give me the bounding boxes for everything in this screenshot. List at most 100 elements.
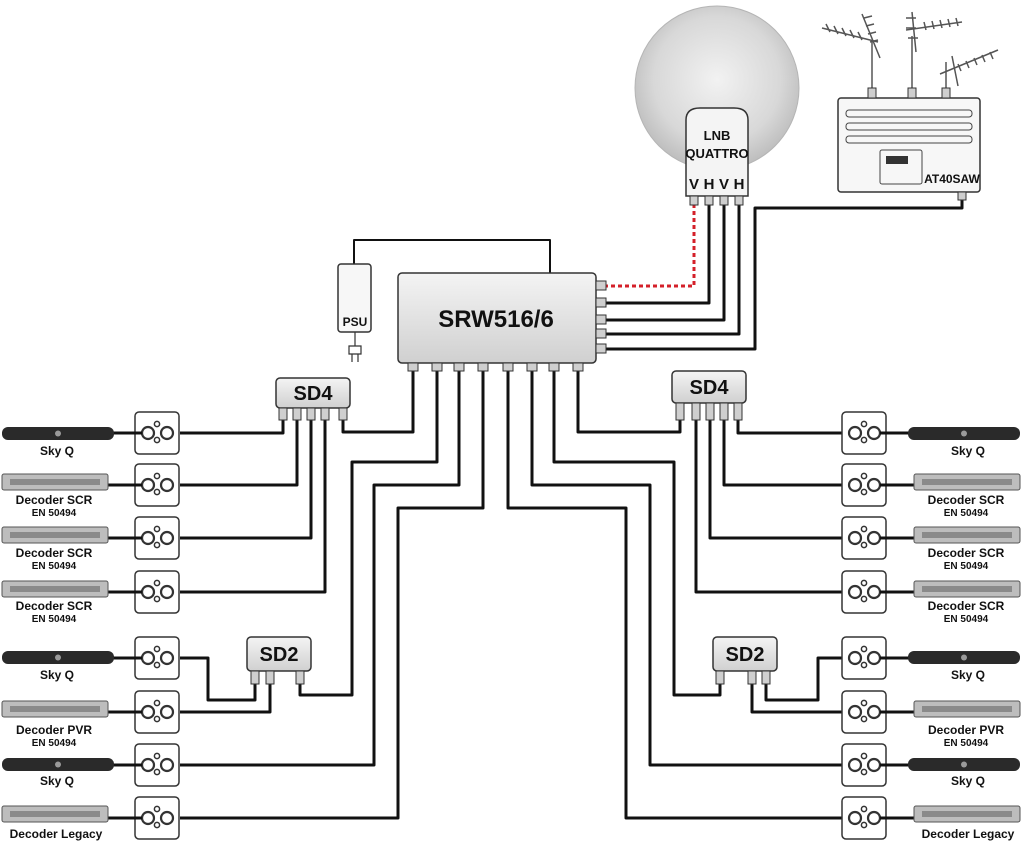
splitter-connector [278, 407, 288, 421]
cable-sd2r-out1 [764, 656, 842, 702]
right-row [841, 743, 912, 787]
decoder-front-panel [922, 706, 1012, 712]
cable-direct-right-legacy [506, 367, 842, 820]
outlet-socket-icon [153, 768, 161, 776]
right-row [841, 796, 914, 840]
splitter-connector [719, 402, 729, 421]
outlet-socket-icon [153, 541, 161, 549]
outlet-socket-icon [159, 530, 175, 546]
outlet-socket-icon [860, 525, 868, 533]
outlet-socket-icon [159, 650, 175, 666]
splitter-sd4-right: SD4 [671, 370, 747, 421]
lnb-body [685, 107, 749, 197]
device-name: Decoder SCR [928, 493, 1005, 507]
lnb-port-label: H [704, 176, 715, 193]
amplifier-input-connector [867, 87, 877, 99]
sky-q-led-icon [55, 430, 61, 437]
outlet-socket-icon [860, 595, 868, 603]
device-standard: EN 50494 [32, 614, 77, 625]
antenna-icon [821, 13, 881, 96]
device-name: Sky Q [951, 444, 985, 458]
outlet-socket-icon [153, 579, 161, 587]
cable-sd4r-out3 [708, 420, 842, 540]
amplifier-input-connector [907, 87, 917, 99]
splitter-connector [705, 402, 715, 421]
outlet-socket-icon [860, 436, 868, 444]
right-row [841, 570, 914, 614]
lnb-label-line2: QUATTRO [685, 146, 748, 161]
sky-q-led-icon [55, 761, 61, 768]
outlet-socket-icon [860, 661, 868, 669]
sky-q-led-icon [961, 654, 967, 661]
device-name: Sky Q [951, 774, 985, 788]
outlet-socket-icon [159, 425, 175, 441]
multiswitch-output-connector [526, 362, 538, 372]
lnb-quattro: LNB QUATTRO V H V H [685, 107, 749, 206]
device-standard: EN 50494 [32, 561, 77, 572]
left-row [108, 516, 180, 560]
cable-direct-right-skyq [530, 367, 842, 767]
outlet-socket-icon [860, 645, 868, 653]
cable-lnb-h2 [602, 204, 741, 336]
device-name: Decoder SCR [928, 546, 1005, 560]
decoder-front-panel [10, 586, 100, 592]
amplifier-vent [845, 109, 973, 118]
splitter-connector [715, 670, 725, 685]
outlet-socket-icon [860, 805, 868, 813]
splitter-connector [733, 402, 743, 421]
left-row [108, 796, 180, 840]
device-name: Sky Q [951, 668, 985, 682]
splitter-label: SD2 [260, 644, 299, 666]
decoder-front-panel [922, 479, 1012, 485]
left-outlet-column [108, 411, 180, 840]
amplifier-label: AT40SAW [924, 172, 980, 186]
decoder-front-panel [922, 586, 1012, 592]
cable-direct-left-legacy [180, 367, 485, 820]
cable-sd4l-out2 [180, 420, 299, 487]
multiswitch-output-connector [431, 362, 443, 372]
cable-sd4-right-feed [576, 367, 682, 434]
cable-sd2r-out2 [750, 684, 842, 714]
multiswitch-output-connector [453, 362, 465, 372]
splitter-connector [747, 670, 757, 685]
right-row [841, 690, 914, 734]
multiswitch-input-connector [595, 328, 607, 339]
lnb-connector [689, 195, 699, 206]
outlet-socket-icon [847, 650, 863, 666]
power-plug-icon [348, 332, 362, 362]
amplifier-display-panel [879, 149, 923, 185]
left-row [108, 690, 180, 734]
amplifier-display [886, 156, 908, 164]
left-devices: Sky Q Decoder SCR EN 50494 Decoder SCR E… [1, 427, 114, 841]
left-row [108, 570, 180, 614]
decoder-front-panel [10, 532, 100, 538]
splitter-sd2-left: SD2 [246, 636, 312, 685]
cable-sd2-left-feed [298, 367, 439, 697]
outlet-socket-icon [153, 715, 161, 723]
splitter-connector [250, 670, 260, 685]
cable-sd4l-out4 [180, 420, 327, 594]
right-row [841, 463, 914, 507]
outlet-socket-icon [860, 715, 868, 723]
psu-label: PSU [343, 315, 368, 329]
cable-psu [353, 239, 551, 274]
cable-lnb-v1-dotted [602, 204, 696, 288]
terrestrial-antennas [821, 11, 999, 96]
multiswitch-input-connector [595, 343, 607, 354]
splitter-connector [338, 407, 348, 421]
splitter-label: SD4 [690, 377, 730, 399]
cable-lnb-h1 [602, 204, 711, 305]
right-row [841, 516, 914, 560]
outlet-socket-icon [153, 699, 161, 707]
splitter-body [712, 636, 778, 672]
multiswitch-output-connector [548, 362, 560, 372]
device-name: Decoder SCR [928, 599, 1005, 613]
splitter-connector [292, 407, 302, 421]
outlet-socket-icon [847, 425, 863, 441]
psu: PSU [337, 263, 372, 362]
outlet-socket-icon [159, 584, 175, 600]
outlet-socket-icon [153, 436, 161, 444]
right-row [841, 636, 912, 680]
outlet-socket-icon [153, 661, 161, 669]
left-row [108, 411, 180, 455]
